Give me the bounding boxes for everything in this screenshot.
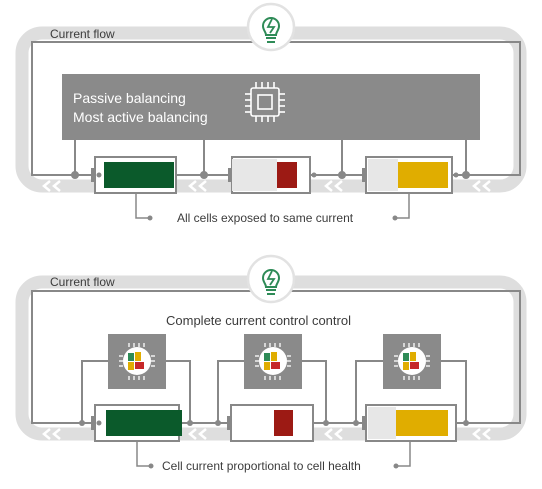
cell-charge-fill	[398, 162, 448, 188]
bottom-flow-chevrons	[42, 428, 491, 440]
bottom-cell-1	[91, 404, 182, 442]
top-cell-1	[91, 156, 177, 194]
cell-health-chip-icon	[108, 334, 166, 389]
top-caption: All cells exposed to same current	[177, 211, 354, 225]
bottom-controller-wires	[81, 360, 467, 423]
bottom-caption: Cell current proportional to cell health	[162, 459, 361, 473]
bottom-diagram	[15, 254, 527, 469]
cell-charge-fill	[396, 410, 448, 436]
cell-charge-fill	[106, 410, 182, 436]
cell-charge-fill	[104, 162, 174, 188]
cell-charge-fill	[274, 410, 293, 436]
bottom-flow-label: Current flow	[50, 275, 115, 289]
bottom-controller-label: Complete current control control	[166, 313, 351, 328]
top-flow-label: Current flow	[50, 27, 115, 41]
lightbulb-icon	[246, 2, 296, 52]
top-cell-2	[228, 156, 317, 194]
bottom-cell-3	[362, 404, 457, 442]
top-balancer-taps	[71, 140, 470, 179]
top-balancer-label-2: Most active balancing	[73, 109, 208, 125]
cell-charge-fill	[277, 162, 297, 188]
top-cell-3	[362, 156, 459, 194]
top-diagram	[15, 2, 527, 221]
cell-health-chip-icon	[383, 334, 441, 389]
top-flow-chevrons	[42, 180, 491, 192]
top-balancer-box	[62, 74, 480, 140]
cell-health-chip-icon	[244, 334, 302, 389]
lightbulb-icon	[246, 254, 296, 304]
bottom-caption-bracket	[136, 441, 151, 467]
bottom-cell-2	[227, 404, 314, 442]
chip-icon	[245, 82, 285, 122]
top-caption-bracket	[135, 193, 150, 219]
top-balancer-label-1: Passive balancing	[73, 90, 186, 106]
